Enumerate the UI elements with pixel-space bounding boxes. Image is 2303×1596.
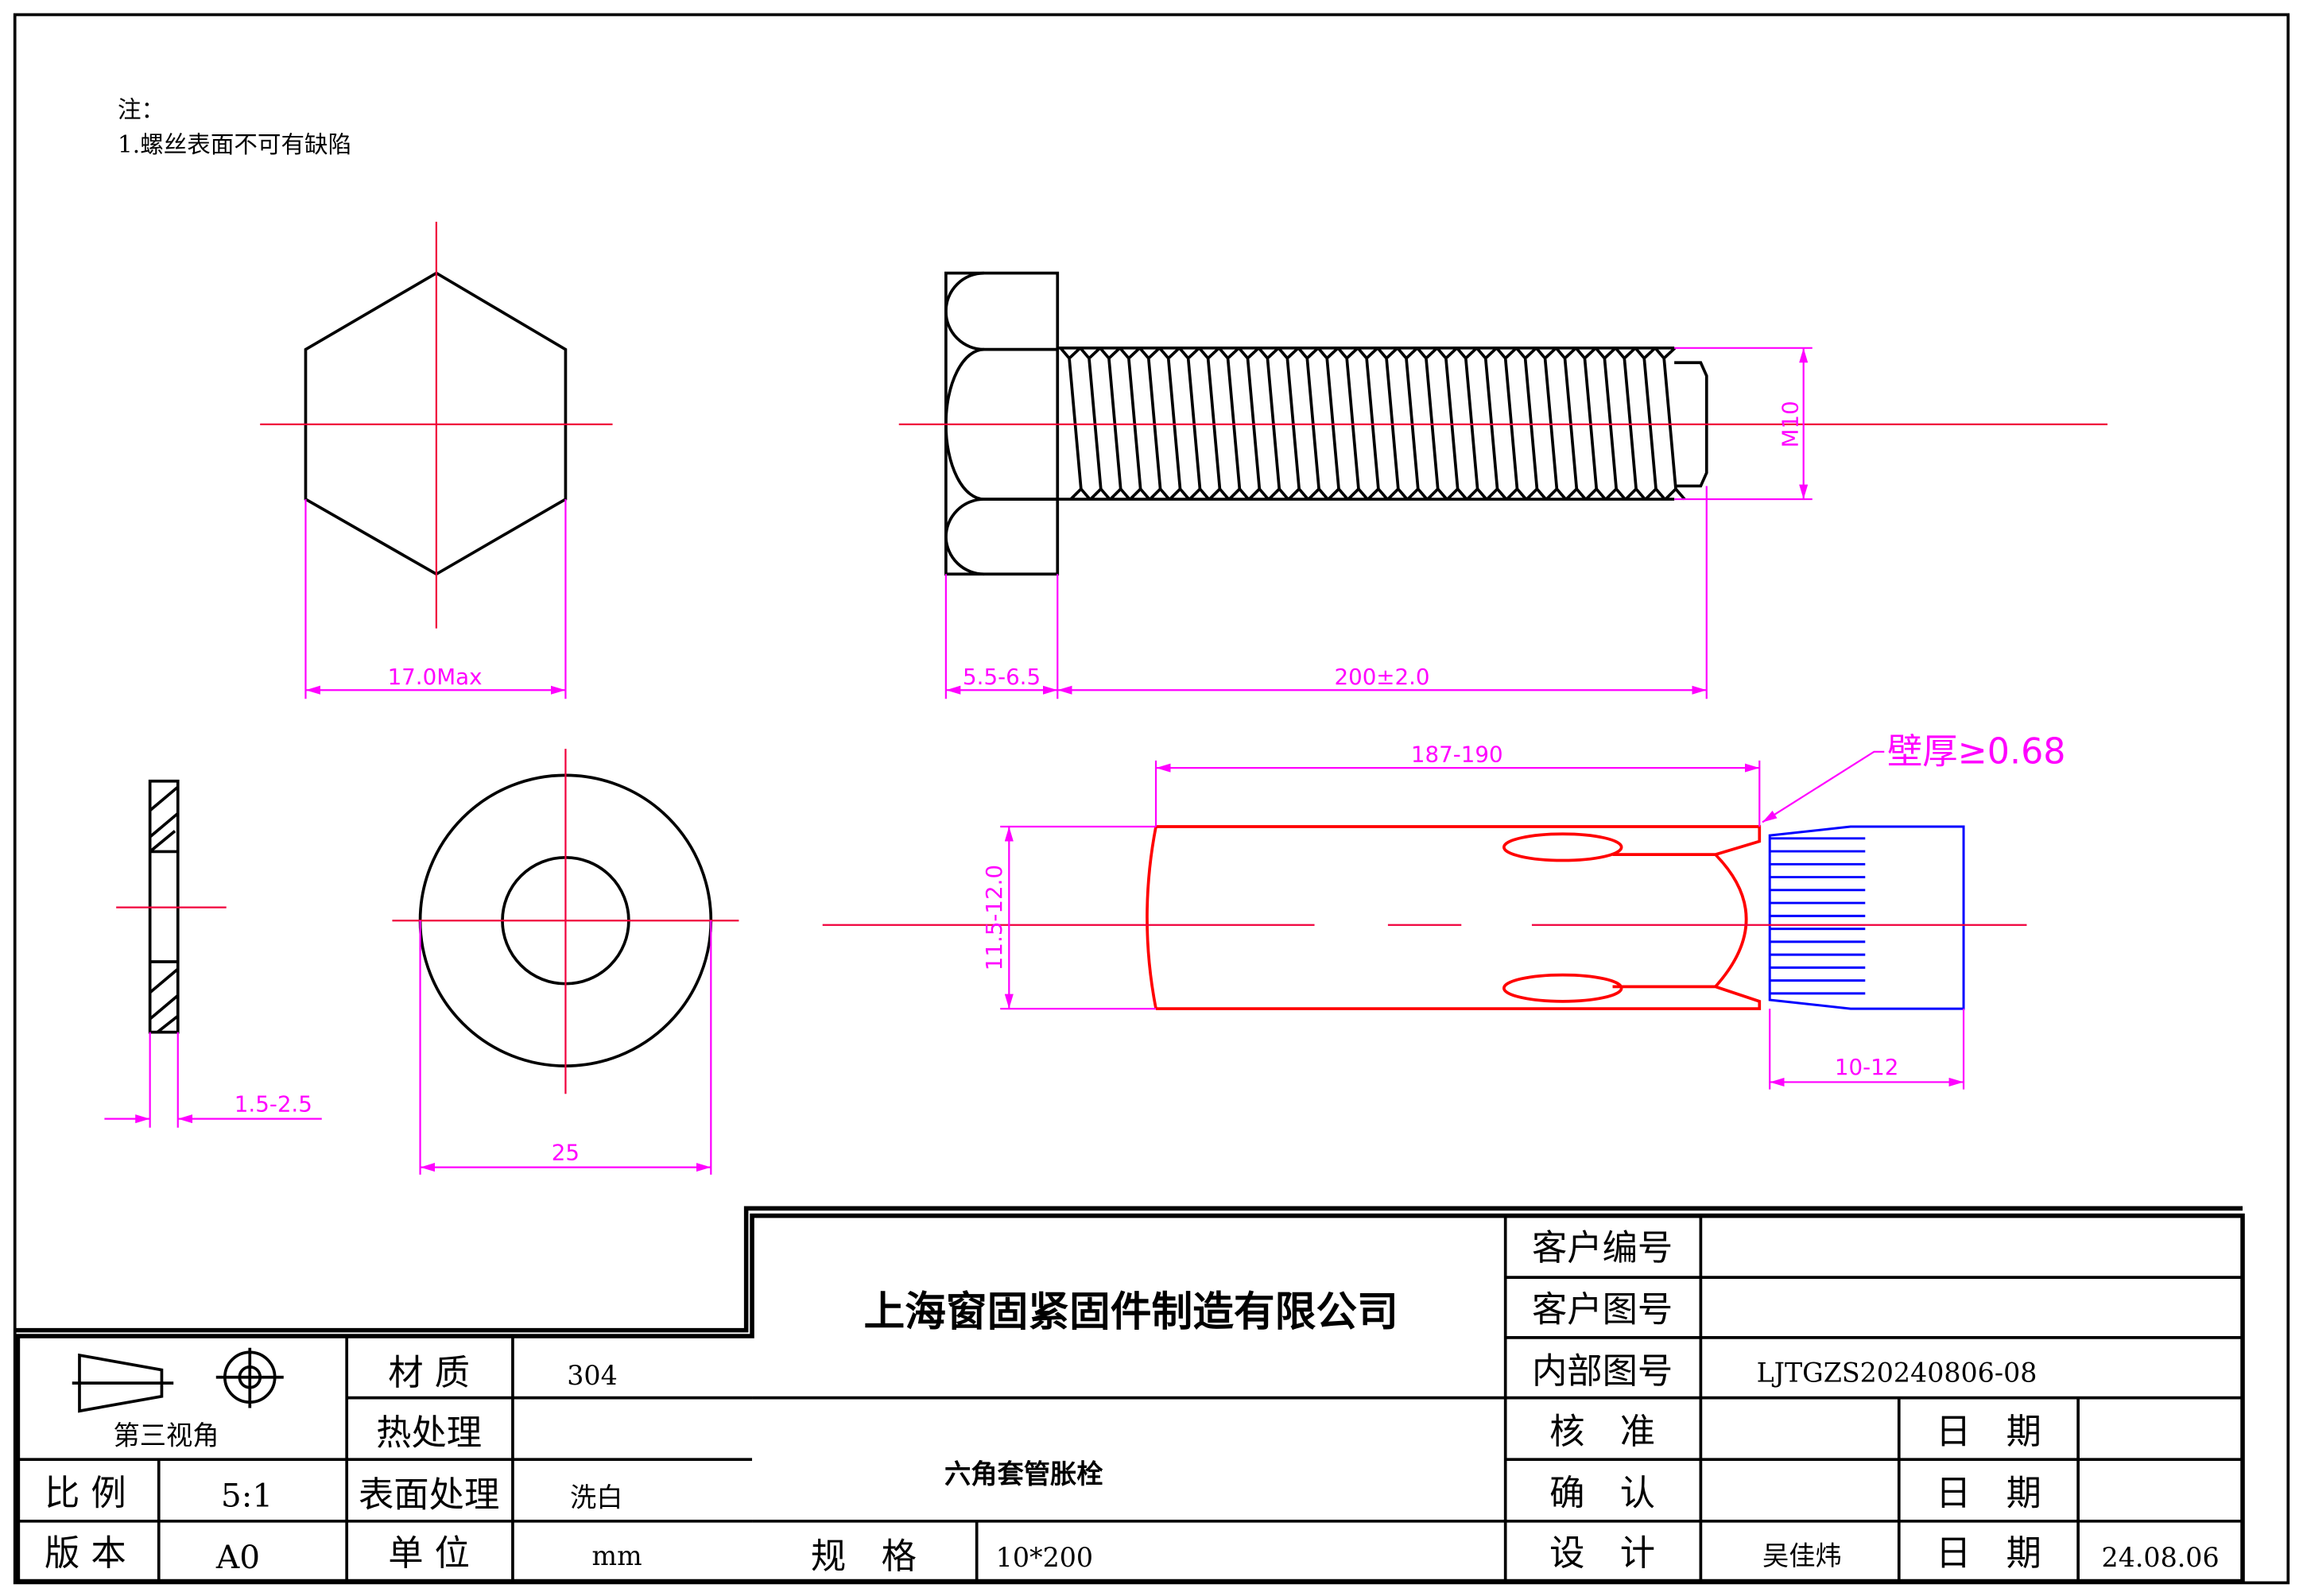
product-name: 六角套管胀栓 [944, 1458, 1103, 1489]
customer-drawing-label: 客户图号 [1532, 1290, 1673, 1331]
nut-serrations [1770, 837, 1866, 995]
length-dim: 200±2.0 [1334, 664, 1429, 690]
customer-number-label: 客户编号 [1532, 1228, 1673, 1269]
notes-title: 注： [118, 96, 165, 123]
thread-dim: M10 [1777, 401, 1803, 447]
unit-label: 单 位 [388, 1533, 470, 1574]
head-height-dim: 5.5-6.5 [963, 664, 1041, 690]
material-label: 材 质 [388, 1353, 470, 1393]
confirm-label: 确 认 [1549, 1473, 1655, 1513]
material-value: 304 [567, 1360, 617, 1391]
sleeve-view: 187-190 11.5-12.0 10-12 壁厚≥0.68 [822, 732, 2066, 1090]
wall-thickness-note: 壁厚≥0.68 [1887, 732, 2066, 773]
surface-treatment-value: 洗白 [570, 1482, 623, 1513]
thread-lines [1057, 346, 1686, 501]
sleeve-diameter-dim: 11.5-12.0 [981, 865, 1007, 970]
design-label: 设 计 [1549, 1533, 1655, 1574]
heat-treatment-label: 热处理 [376, 1413, 482, 1454]
hex-head-view: 17.0Max [260, 221, 613, 699]
note-item: 1.螺丝表面不可有缺陷 [118, 131, 351, 158]
date-label: 日 期 [1936, 1412, 2041, 1452]
nut [1768, 825, 1965, 1010]
scale-label: 比 例 [45, 1473, 126, 1513]
version-value: A0 [215, 1538, 260, 1576]
title-block: 第三视角 上海窗固紧固件制造有限公司 六角套管胀栓 材 质 304 热处理 表面… [14, 1206, 2245, 1584]
washer-diameter-dim: 25 [552, 1139, 580, 1165]
sleeve-length-dim: 187-190 [1411, 742, 1503, 768]
internal-number-label: 内部图号 [1532, 1351, 1673, 1392]
surface-treatment-label: 表面处理 [359, 1474, 499, 1515]
date-label: 日 期 [1936, 1473, 2041, 1513]
hex-width-dim: 17.0Max [388, 664, 483, 690]
third-angle-projection-icon [72, 1347, 284, 1413]
washer-side-view: 1.5-2.5 [104, 779, 322, 1128]
spec-value: 10*200 [996, 1542, 1093, 1573]
washer-front-view: 25 [392, 749, 739, 1175]
version-label: 版 本 [45, 1533, 126, 1574]
approve-label: 核 准 [1549, 1412, 1655, 1452]
scale-value: 5:1 [221, 1476, 273, 1514]
company-name: 上海窗固紧固件制造有限公司 [863, 1288, 1398, 1336]
date-label: 日 期 [1936, 1533, 2041, 1574]
nut-length-dim: 10-12 [1835, 1054, 1898, 1080]
projection-label: 第三视角 [113, 1420, 219, 1451]
unit-value: mm [592, 1540, 642, 1571]
drawing-border [13, 13, 2290, 1585]
bolt-side-view: M10 5.5-6.5 200±2.0 [898, 271, 2108, 699]
internal-number-value: LJTGZS20240806-08 [1757, 1357, 2037, 1388]
spec-label: 规 格 [811, 1536, 917, 1577]
washer-thickness-dim: 1.5-2.5 [235, 1090, 312, 1117]
date-value: 24.08.06 [2102, 1542, 2220, 1573]
designer-value: 吴佳炜 [1762, 1540, 1842, 1571]
